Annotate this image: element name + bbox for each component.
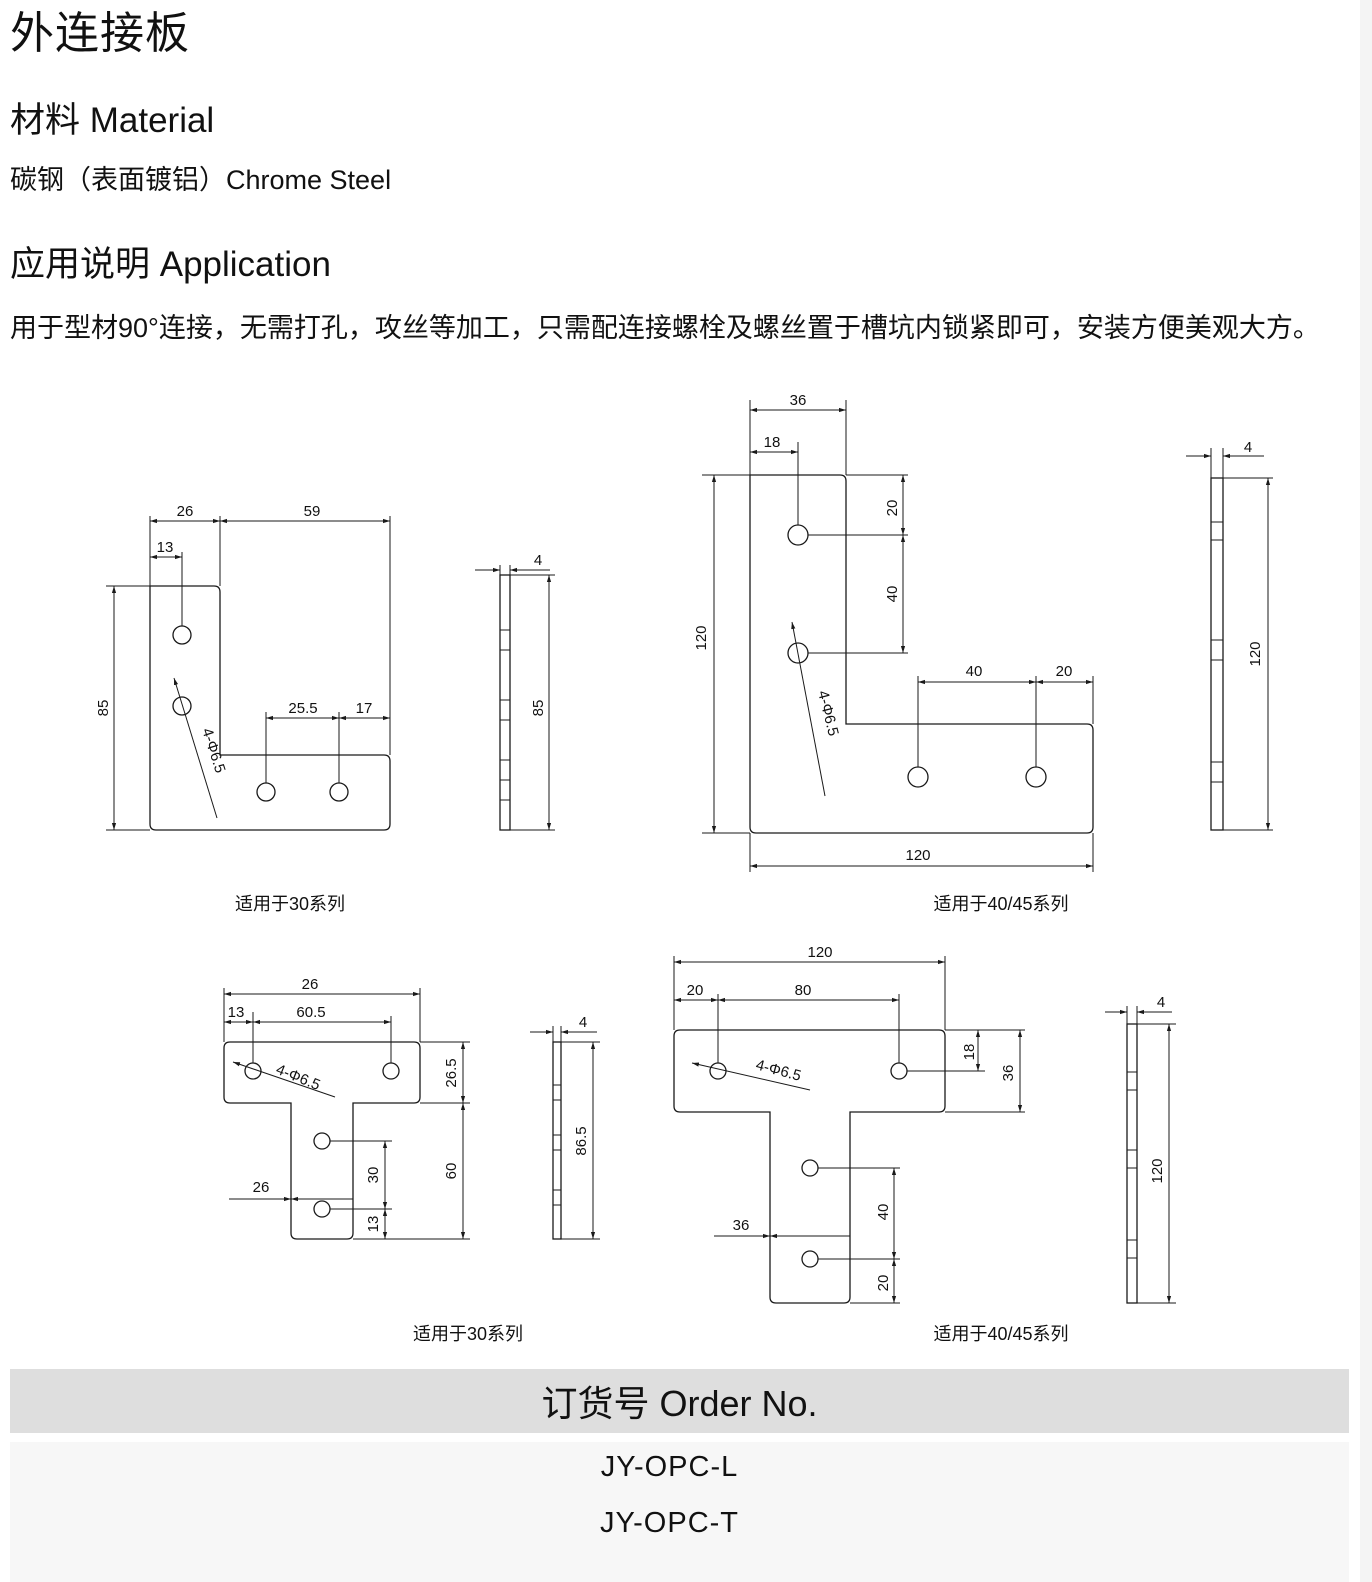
technical-drawings: 26 59 13 85 25.5 17 4-Φ6.5 4 85 适用于30系列: [95, 392, 1273, 1344]
dim-label: 120: [905, 847, 930, 864]
dim-label: 26.5: [443, 1058, 460, 1087]
dim-label: 20: [1056, 663, 1073, 680]
dim-label: 36: [1000, 1065, 1017, 1082]
t40-outline: [673, 1029, 946, 1304]
t40-hole: [709, 1062, 727, 1080]
dim-label: 26: [177, 503, 194, 520]
drawing-caption: 适用于40/45系列: [933, 1324, 1068, 1344]
dim-label: 13: [157, 539, 174, 556]
dim-label: 13: [365, 1216, 382, 1233]
dim-label: 120: [693, 625, 710, 650]
t30-outline: [223, 1041, 421, 1240]
dim-label: 4: [1244, 439, 1252, 456]
dim-label: 18: [961, 1044, 978, 1061]
drawing-l-bracket-30: 26 59 13 85 25.5 17 4-Φ6.5 4 85 适用于30系列: [95, 503, 555, 914]
dim-label: 4: [579, 1014, 587, 1031]
dim-label: 36: [790, 392, 807, 409]
application-heading: 应用说明 Application: [10, 245, 331, 284]
drawing-l-bracket-40: 36 18 20 40 120 40 20 120 4-Φ6.5 4 120 适…: [693, 392, 1273, 914]
dim-label: 25.5: [288, 700, 317, 717]
l30-side-view: [499, 574, 511, 831]
material-text: 碳钢（表面镀铝）Chrome Steel: [10, 165, 392, 195]
l30-outline: [149, 585, 391, 831]
dim-label: 20: [875, 1275, 892, 1292]
t30-hole: [313, 1132, 331, 1150]
dim-label: 4: [534, 552, 542, 569]
dim-label: 40: [884, 586, 901, 603]
t30-hole: [382, 1062, 400, 1080]
l40-hole: [787, 524, 809, 546]
t30-hole: [313, 1200, 331, 1218]
page-title: 外连接板: [10, 9, 190, 58]
t40-hole: [801, 1250, 819, 1268]
dim-label: 59: [304, 503, 321, 520]
dim-label: 85: [530, 700, 547, 717]
dim-label: 86.5: [573, 1126, 590, 1155]
l40-hole: [907, 766, 929, 788]
dim-label: 18: [764, 434, 781, 451]
dim-label: 120: [1247, 641, 1264, 666]
dim-label: 26: [302, 976, 319, 993]
dim-label: 20: [687, 982, 704, 999]
l30-hole: [256, 782, 276, 802]
order-number-header: 订货号 Order No.: [10, 1369, 1349, 1433]
order-number-list: [10, 1442, 1349, 1582]
drawing-t-bracket-30: 26 13 60.5 4-Φ6.5 26.5 60 30 13 26 4 86.…: [223, 976, 600, 1344]
l30-hole: [329, 782, 349, 802]
dim-label: 40: [875, 1204, 892, 1221]
order-number-item: JY-OPC-L: [600, 1451, 739, 1483]
dim-label: 60.5: [296, 1004, 325, 1021]
l40-outline: [749, 474, 1094, 834]
t40-hole: [890, 1062, 908, 1080]
l30-hole: [172, 696, 192, 716]
drawing-t-bracket-40: 120 20 80 4-Φ6.5 18 36 40 20 36 4 120 适用…: [673, 944, 1176, 1344]
dim-label: 85: [95, 700, 112, 717]
dim-label: 26: [253, 1179, 270, 1196]
hole-spec-label: 4-Φ6.5: [274, 1061, 323, 1094]
t40-hole: [801, 1159, 819, 1177]
dim-label: 60: [443, 1163, 460, 1180]
dim-label: 4: [1157, 994, 1165, 1011]
material-heading: 材料 Material: [10, 101, 215, 140]
dim-label: 40: [966, 663, 983, 680]
t30-side-view: [552, 1041, 562, 1240]
l40-side-view: [1210, 477, 1224, 831]
l30-hole: [172, 625, 192, 645]
application-text: 用于型材90°连接，无需打孔，攻丝等加工，只需配连接螺栓及螺丝置于槽坑内锁紧即可…: [10, 313, 1320, 343]
dim-label: 80: [795, 982, 812, 999]
hole-spec-label: 4-Φ6.5: [814, 689, 842, 738]
right-edge-strip: [1360, 0, 1372, 1582]
dim-label: 120: [807, 944, 832, 961]
hole-spec-label: 4-Φ6.5: [754, 1056, 803, 1084]
drawing-caption: 适用于40/45系列: [933, 894, 1068, 914]
dim-label: 17: [356, 700, 373, 717]
drawing-caption: 适用于30系列: [413, 1324, 523, 1344]
order-number-item: JY-OPC-T: [599, 1507, 740, 1539]
dim-label: 36: [733, 1217, 750, 1234]
drawing-caption: 适用于30系列: [235, 894, 345, 914]
dim-label: 13: [228, 1004, 245, 1021]
dim-label: 20: [884, 500, 901, 517]
dim-label: 120: [1149, 1158, 1166, 1183]
t40-side-view: [1126, 1023, 1138, 1304]
hole-spec-label: 4-Φ6.5: [198, 726, 228, 775]
l40-hole: [1025, 766, 1047, 788]
dim-label: 30: [365, 1167, 382, 1184]
